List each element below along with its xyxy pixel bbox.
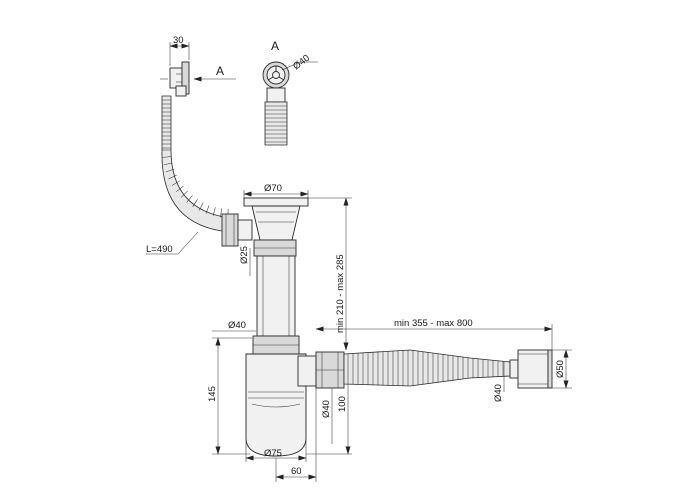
hose-rib — [163, 162, 173, 166]
dim-d50-label: Ø50 — [555, 360, 566, 378]
dimension-145: 145 — [207, 337, 252, 455]
dim-d25-label: Ø25 — [239, 246, 250, 264]
dim-30-label: 30 — [173, 35, 184, 46]
dim-d40-hose-label: Ø40 — [493, 384, 504, 402]
view-a-diameter: Ø40 — [291, 53, 312, 73]
hose-rib — [212, 207, 216, 216]
hose-rib — [180, 190, 188, 198]
hose-rib — [171, 180, 180, 186]
dim-length-range-label: min 355 - max 800 — [394, 318, 473, 329]
overflow-connector — [221, 213, 253, 247]
overflow-fitting-side — [169, 61, 190, 97]
dimension-60: 60 — [275, 388, 317, 482]
dimension-d70: Ø70 — [243, 183, 309, 198]
dimension-d40-hose: Ø40 — [493, 362, 505, 402]
trap-outlet — [297, 351, 345, 389]
bottle-trap — [245, 335, 307, 457]
dimension-d40-outlet: Ø40 — [321, 388, 333, 444]
dim-60-label: 60 — [291, 466, 302, 477]
vertical-tube — [256, 255, 296, 337]
dimension-height-range: min 210 - max 285 — [308, 197, 352, 351]
hose-rib — [205, 205, 210, 214]
view-arrow-a: A — [160, 64, 236, 82]
dim-l490-label: L=490 — [146, 244, 173, 255]
dimension-d25: Ø25 — [239, 246, 251, 276]
hose-rib — [168, 174, 177, 180]
hose-rib — [176, 185, 184, 192]
hose-rib — [220, 208, 222, 218]
dimension-l490: L=490 — [146, 231, 199, 255]
hose-rib — [165, 168, 175, 173]
dim-d40-outlet-label: Ø40 — [321, 400, 332, 418]
hose-rib — [198, 202, 204, 211]
dim-height-range-label: min 210 - max 285 — [335, 254, 346, 333]
dim-100-label: 100 — [337, 396, 348, 412]
dimension-d50: Ø50 — [552, 349, 572, 389]
dim-d70-label: Ø70 — [264, 183, 282, 194]
flexible-overflow-hose — [161, 95, 231, 233]
dimension-length-range: min 355 - max 800 — [315, 318, 553, 350]
dim-d75-label: Ø75 — [264, 448, 282, 459]
dimension-d40-inlet: Ø40 — [212, 320, 256, 332]
dim-d40-inlet-label: Ø40 — [228, 320, 246, 331]
dim-145-label: 145 — [207, 386, 218, 402]
dimension-30: 30 — [169, 35, 190, 66]
hose-rib — [192, 199, 198, 207]
view-arrow-label: A — [216, 64, 224, 78]
hose-rib — [186, 195, 193, 203]
view-a-title: A — [271, 39, 279, 53]
sink-outlet-bowl — [243, 197, 309, 257]
horizontal-corrugated-hose — [343, 349, 553, 389]
hose-rib — [162, 156, 172, 158]
view-a-fitting: A Ø40 — [262, 39, 318, 146]
